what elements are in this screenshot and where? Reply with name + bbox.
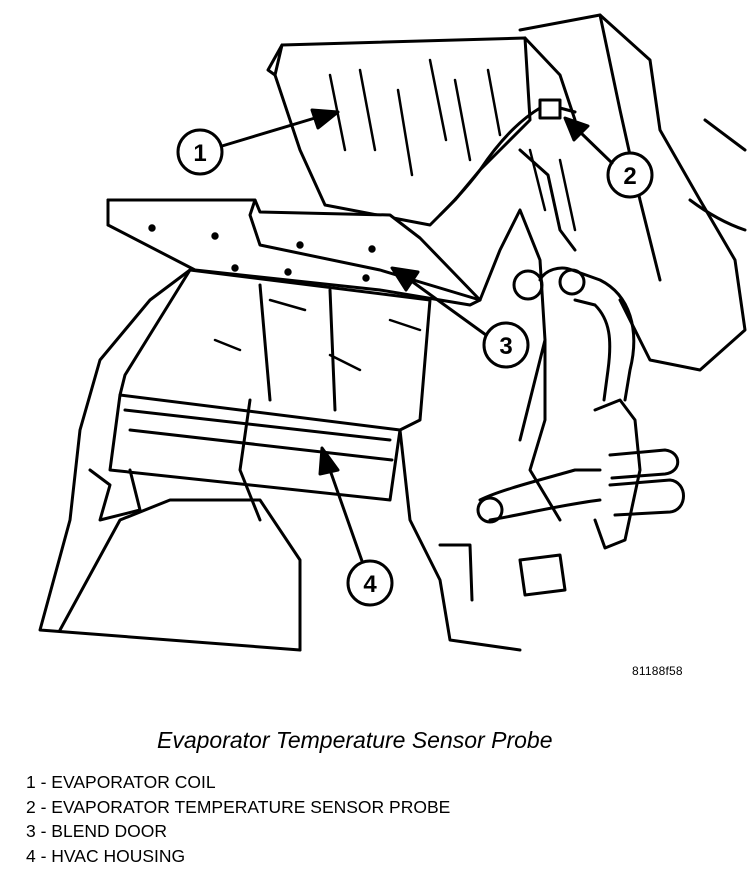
callout-4-label: 4 [363, 571, 377, 598]
callout-3-label: 3 [499, 333, 512, 360]
legend-number: 2 [26, 796, 36, 817]
callout-2-label: 2 [623, 163, 636, 190]
coolant-pipes [438, 266, 685, 602]
legend-number: 4 [26, 845, 36, 866]
legend-separator: - [35, 845, 52, 866]
legend-number: 3 [26, 821, 36, 841]
legend-number: 1 [26, 772, 36, 792]
callout-2 [563, 116, 654, 199]
callout-1-label: 1 [193, 140, 206, 167]
callout-4 [318, 446, 394, 607]
callout-3 [390, 266, 530, 369]
legend-text: EVAPORATOR TEMPERATURE SENSOR PROBE [51, 796, 451, 817]
temperature-sensor-probe [438, 98, 577, 217]
legend-text: EVAPORATOR COIL [51, 772, 216, 792]
legend-separator: - [35, 821, 52, 841]
heater-core [108, 268, 432, 502]
hvac-housing [38, 208, 562, 652]
legend-item: 2 - EVAPORATOR TEMPERATURE SENSOR PROBE [26, 795, 450, 820]
legend-separator: - [35, 772, 52, 792]
legend-item: 1 - EVAPORATOR COIL [26, 770, 450, 795]
figure-caption: Evaporator Temperature Sensor Probe [157, 727, 553, 753]
callout-1 [176, 108, 340, 176]
legend-item: 4 - HVAC HOUSING [26, 844, 450, 869]
legend-text: BLEND DOOR [51, 821, 168, 841]
figure-code: 81188f58 [632, 664, 683, 678]
legend-separator: - [35, 796, 52, 817]
legend-text: HVAC HOUSING [51, 845, 186, 866]
legend-item: 3 - BLEND DOOR [26, 819, 450, 844]
legend: 1 - EVAPORATOR COIL 2 - EVAPORATOR TEMPE… [26, 770, 450, 868]
hvac-illustration: 1 2 3 4 [38, 13, 747, 652]
